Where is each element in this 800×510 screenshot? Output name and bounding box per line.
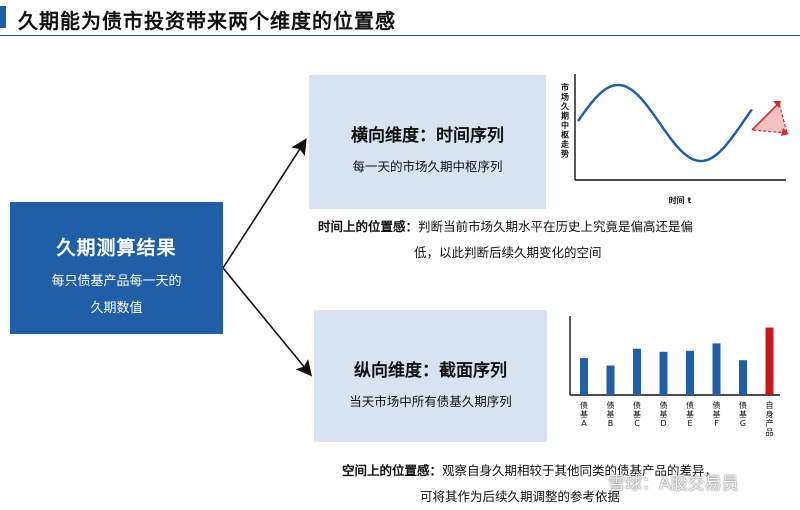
duration-result-line1: 每只债基产品每一天的 [51, 274, 182, 289]
bar-category-label-char: 自 [766, 400, 774, 410]
title-accent-bar [0, 6, 6, 28]
bar-category-label-char: B [608, 419, 614, 428]
bar-2 [606, 365, 615, 395]
time-position-label: 时间上的位置感： [318, 219, 419, 234]
space-position-line1: 观察自身久期相较于其他同类的债基产品的差异， [442, 463, 718, 478]
bar-8 [765, 327, 774, 395]
bar-category-label-char: 品 [766, 428, 774, 437]
bar-category-label-char: G [740, 419, 746, 428]
space-position-line2: 可将其作为后续久期调整的参考依据 [420, 489, 621, 504]
bar-category-label-char: D [660, 419, 666, 428]
space-position-note: 空间上的位置感：观察自身久期相较于其他同类的债基产品的差异， 可将其作为后续久期… [342, 458, 717, 510]
arrow-to-top-panel [222, 138, 307, 269]
trend-forecast-arrowhead-down [781, 128, 789, 136]
bar-1 [580, 358, 588, 395]
bar-6 [712, 343, 721, 395]
bar-category-label-char: 身 [766, 409, 774, 419]
duration-result-box: 久期测算结果 每只债基产品每一天的 久期数值 [10, 202, 223, 334]
bar-category-label-char: 债 [660, 400, 668, 410]
cross-section-panel: 纵向维度：截面序列 当天市场中所有债基久期序列 [314, 310, 547, 442]
bar-category-label-char: 债 [607, 400, 615, 410]
bar-category-label-char: 产 [766, 418, 774, 428]
trend-forecast-arrowhead-up [773, 101, 781, 108]
trend-y-label-char: 中 [561, 120, 569, 130]
bar-category-label-char: 基 [686, 409, 694, 419]
bar-category-label-char: A [581, 419, 587, 428]
bar-4 [659, 351, 668, 395]
bar-category-label-char: C [634, 419, 640, 428]
bar-category-label-char: 基 [660, 409, 668, 419]
bar-category-label-char: 债 [739, 400, 747, 410]
time-position-line1: 判断当前市场久期水平在历史上究竟是偏高还是偏 [418, 219, 694, 234]
trend-y-label-char: 场 [561, 92, 569, 102]
trend-forecast-arrow-up [751, 102, 780, 131]
trend-forecast-cone [750, 101, 788, 134]
bar-category-label-char: 基 [633, 409, 641, 419]
trend-x-label: 时间 t [669, 195, 692, 205]
bar-category-label-char: 债 [713, 400, 721, 410]
bar-category-label-char: 基 [713, 409, 721, 419]
page-title: 久期能为债市投资带来两个维度的位置感 [18, 9, 396, 33]
trend-y-label-char: 枢 [561, 130, 569, 140]
bar-category-label-char: 基 [607, 409, 615, 419]
bar-5 [686, 350, 694, 395]
trend-y-label-char: 期 [561, 111, 569, 121]
space-position-label: 空间上的位置感： [342, 463, 443, 478]
bar-category-label-char: F [714, 419, 719, 428]
bar-category-label-char: 基 [739, 409, 747, 419]
bar-category-label-char: 债 [633, 400, 641, 410]
time-series-heading: 横向维度：时间序列 [351, 126, 504, 146]
time-series-panel: 横向维度：时间序列 每一天的市场久期中枢序列 [309, 75, 546, 209]
bar-3 [633, 348, 641, 395]
bar-7 [739, 360, 747, 395]
trend-y-label-char: 市 [561, 82, 569, 92]
title-divider [0, 35, 800, 36]
trend-y-label-char: 势 [561, 149, 569, 159]
trend-y-label-char: 久 [560, 101, 570, 111]
time-position-note: 时间上的位置感：判断当前市场久期水平在历史上究竟是偏高还是偏 低，以此判断后续久… [318, 214, 693, 266]
duration-result-title: 久期测算结果 [56, 237, 177, 259]
bar-category-label-char: 债 [686, 400, 694, 410]
cross-section-heading: 纵向维度：截面序列 [354, 361, 507, 381]
title-bar: 久期能为债市投资带来两个维度的位置感 [0, 0, 800, 36]
trend-sine-line [576, 83, 753, 163]
time-position-line2: 低，以此判断后续久期变化的空间 [414, 245, 602, 260]
trend-y-label-char: 走 [560, 139, 570, 149]
time-series-subtitle: 每一天的市场久期中枢序列 [352, 159, 503, 174]
arrow-to-bottom-panel [222, 267, 313, 377]
duration-result-line2: 久期数值 [90, 301, 143, 316]
bar-category-label-char: E [687, 419, 692, 428]
cross-section-subtitle: 当天市场中所有债基久期序列 [349, 394, 512, 409]
bar-category-label-char: 基 [580, 409, 588, 419]
bar-category-label-char: 债 [580, 400, 588, 410]
watermark-text: 雪球：A股交易员 [608, 474, 739, 494]
